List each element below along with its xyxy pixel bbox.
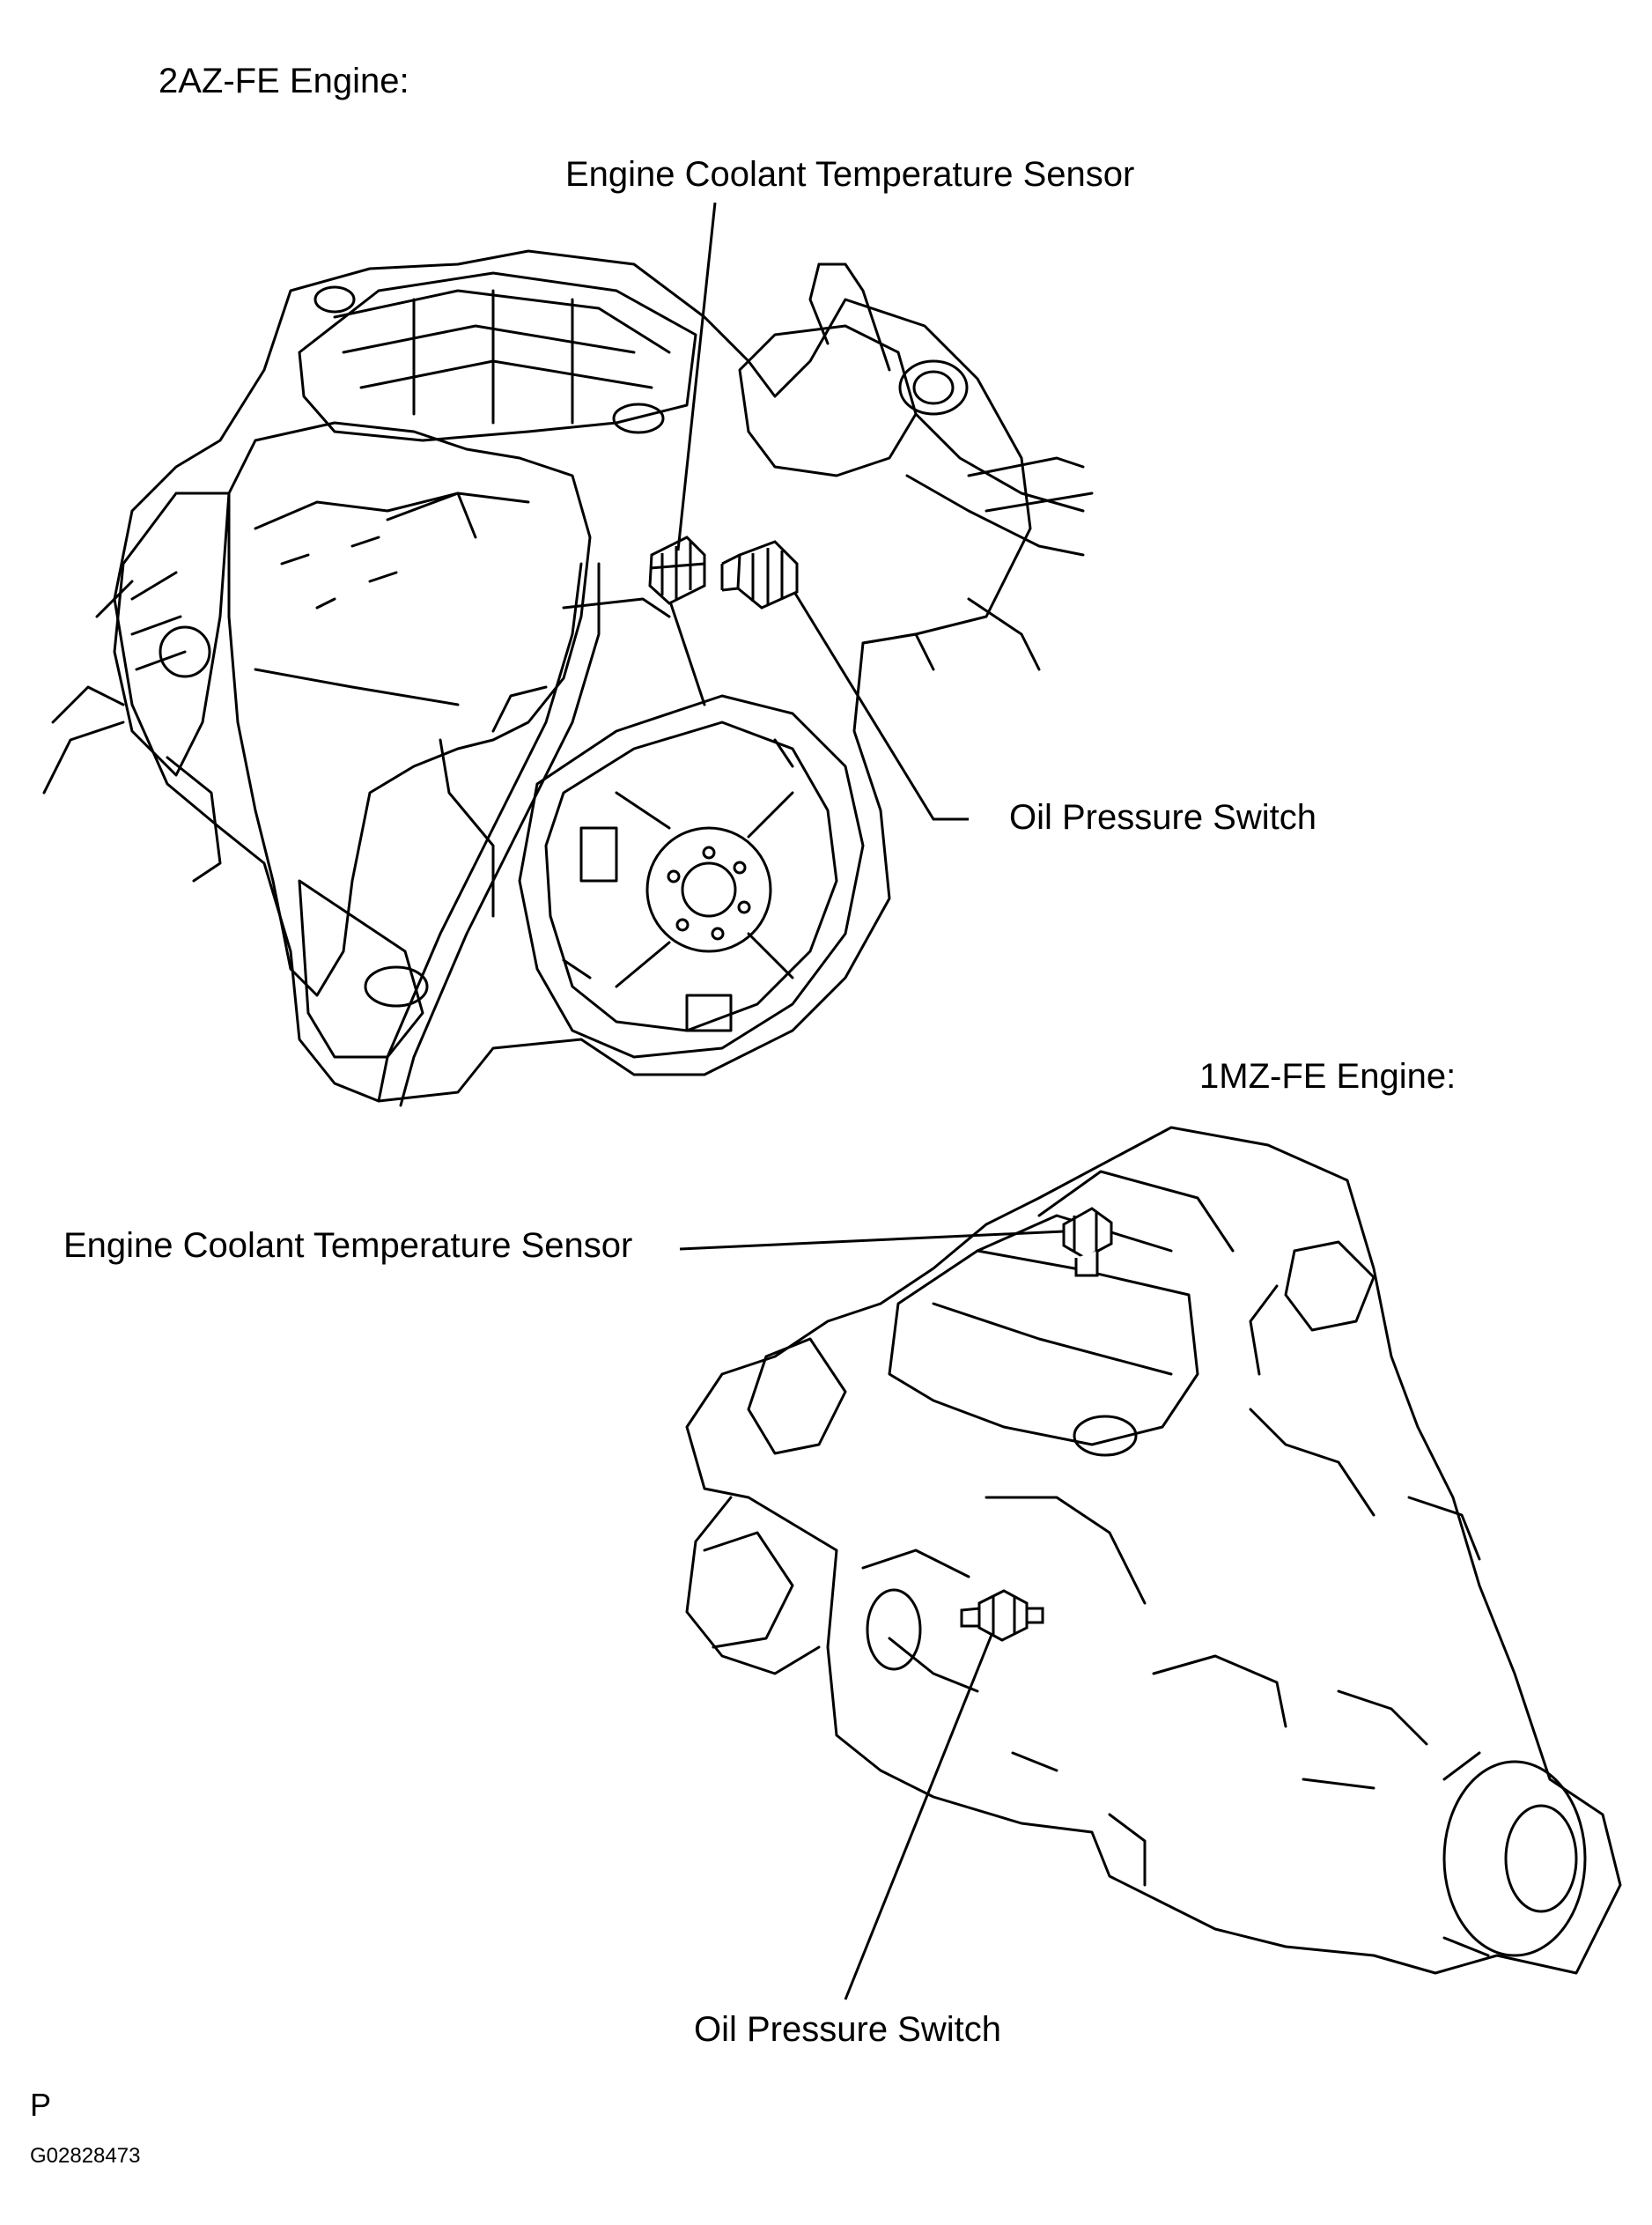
footer-mark: P xyxy=(30,2087,52,2123)
figure-code: G02828473 xyxy=(30,2144,141,2168)
engine-2azfe-outline xyxy=(114,251,1030,1101)
engine-2azfe-title: 2AZ-FE Engine: xyxy=(159,62,409,100)
leader-2azfe-coolant xyxy=(678,203,715,551)
leader-1mzfe-coolant xyxy=(680,1231,1064,1249)
engine-1mzfe-coolant-sensor-label: Engine Coolant Temperature Sensor xyxy=(63,1226,633,1265)
engine-2azfe-oil-switch-label: Oil Pressure Switch xyxy=(1009,798,1316,837)
engine-2azfe-coolant-sensor-label: Engine Coolant Temperature Sensor xyxy=(565,155,1135,194)
engine-1mzfe-outline xyxy=(687,1127,1620,1973)
engine-1mzfe-oil-switch-label: Oil Pressure Switch xyxy=(694,2010,1001,2049)
leader-1mzfe-oil xyxy=(845,1635,992,2000)
leader-2azfe-oil xyxy=(794,592,969,819)
engine-1mzfe-title: 1MZ-FE Engine: xyxy=(1199,1057,1457,1096)
